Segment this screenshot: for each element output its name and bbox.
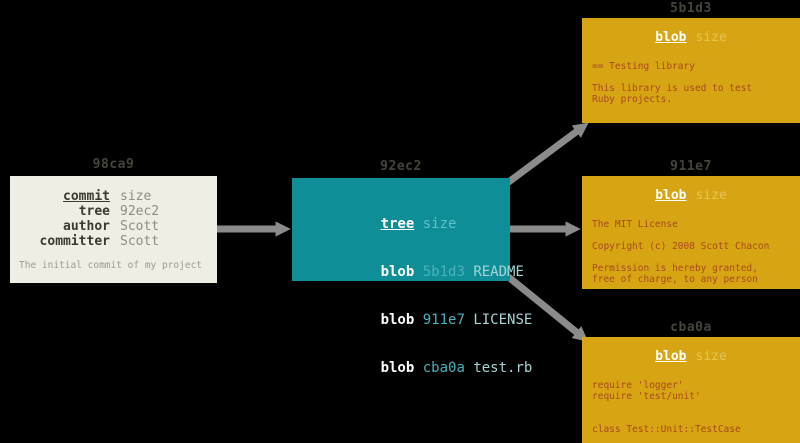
tree-hash-label: 92ec2 xyxy=(380,159,422,174)
tree-size-label: size xyxy=(422,216,457,232)
commit-field-value: size xyxy=(120,189,152,204)
tree-header-line: tree size xyxy=(330,200,510,248)
blob-content-line xyxy=(592,252,796,263)
tree-entry-hash: cba0a xyxy=(422,360,465,376)
blob-content: require 'logger' require 'test/unit' cla… xyxy=(592,380,796,435)
blob-content-line xyxy=(592,413,796,424)
commit-field-key: committer xyxy=(39,234,110,249)
blob-readme-hash-label: 5b1d3 xyxy=(670,1,712,16)
tree-entry-type: blob xyxy=(380,312,415,328)
connector-tree-to-blob-readme xyxy=(503,122,589,187)
blob-readme-box: blob size == Testing library This library… xyxy=(582,18,800,123)
blob-heading: blob size xyxy=(582,337,800,364)
blob-content: The MIT License Copyright (c) 2008 Scott… xyxy=(592,219,796,285)
tree-entry-name: README xyxy=(473,264,524,280)
blob-license-box: blob size The MIT License Copyright (c) 2… xyxy=(582,176,800,289)
tree-entry-row: blob 5b1d3 README xyxy=(330,248,524,296)
connector-tree-to-blob-testrb xyxy=(503,272,589,342)
tree-entry-hash: 911e7 xyxy=(422,312,465,328)
blob-heading: blob size xyxy=(582,176,800,203)
commit-field-value: 92ec2 xyxy=(120,204,160,219)
tree-entry-type: blob xyxy=(380,360,415,376)
commit-field-key: author xyxy=(63,219,110,234)
blob-license-hash-label: 911e7 xyxy=(670,159,712,174)
blob-testrb-hash-label: cba0a xyxy=(670,320,712,335)
commit-field-row: commit size xyxy=(10,189,217,204)
blob-type-label: blob xyxy=(655,349,687,364)
blob-content-line: This library is used to test xyxy=(592,83,753,94)
blob-heading: blob size xyxy=(582,18,800,45)
blob-content-line xyxy=(592,402,796,413)
tree-entry-row: blob 911e7 LICENSE xyxy=(330,296,533,344)
commit-fields: commit size tree 92ec2 author Scott comm… xyxy=(10,189,217,249)
blob-type-label: blob xyxy=(655,30,687,45)
blob-size-label: size xyxy=(695,188,727,203)
commit-object-box: commit size tree 92ec2 author Scott comm… xyxy=(10,176,217,283)
commit-field-row: committer Scott xyxy=(10,234,217,249)
tree-type-label: tree xyxy=(380,216,415,232)
tree-entry-hash: 5b1d3 xyxy=(422,264,465,280)
blob-content-line: The MIT License xyxy=(592,219,678,230)
blob-content-line xyxy=(592,230,796,241)
blob-content-line: == Testing library xyxy=(592,61,695,72)
tree-entry-name: LICENSE xyxy=(473,312,533,328)
blob-content-line: Ruby projects. xyxy=(592,94,673,105)
tree-entry-type: blob xyxy=(380,264,415,280)
blob-content-line: free of charge, to any person xyxy=(592,274,758,285)
blob-size-label: size xyxy=(695,349,727,364)
blob-content-line xyxy=(592,72,796,83)
commit-field-row: author Scott xyxy=(10,219,217,234)
blob-content-line: class Test::Unit::TestCase xyxy=(592,424,741,435)
blob-content-line: require 'test/unit' xyxy=(592,391,701,402)
tree-entry-name: test.rb xyxy=(473,360,533,376)
blob-content-line: Copyright (c) 2008 Scott Chacon xyxy=(592,241,770,252)
tree-entry-row: blob cba0a test.rb xyxy=(330,344,533,392)
blob-testrb-box: blob size require 'logger' require 'test/… xyxy=(582,337,800,443)
commit-field-value: Scott xyxy=(120,219,160,234)
blob-content-line: Permission is hereby granted, xyxy=(592,263,758,274)
blob-type-label: blob xyxy=(655,188,687,203)
blob-content-line: require 'logger' xyxy=(592,380,684,391)
commit-field-value: Scott xyxy=(120,234,160,249)
blob-size-label: size xyxy=(695,30,727,45)
tree-object-box: tree size blob 5b1d3 README blob 911e7 L… xyxy=(292,178,532,376)
blob-content: == Testing library This library is used … xyxy=(592,61,796,105)
commit-field-row: tree 92ec2 xyxy=(10,204,217,219)
commit-message: The initial commit of my project xyxy=(19,260,203,271)
commit-field-key: commit xyxy=(63,189,110,204)
commit-field-key: tree xyxy=(78,204,110,219)
commit-hash-label: 98ca9 xyxy=(92,157,135,172)
